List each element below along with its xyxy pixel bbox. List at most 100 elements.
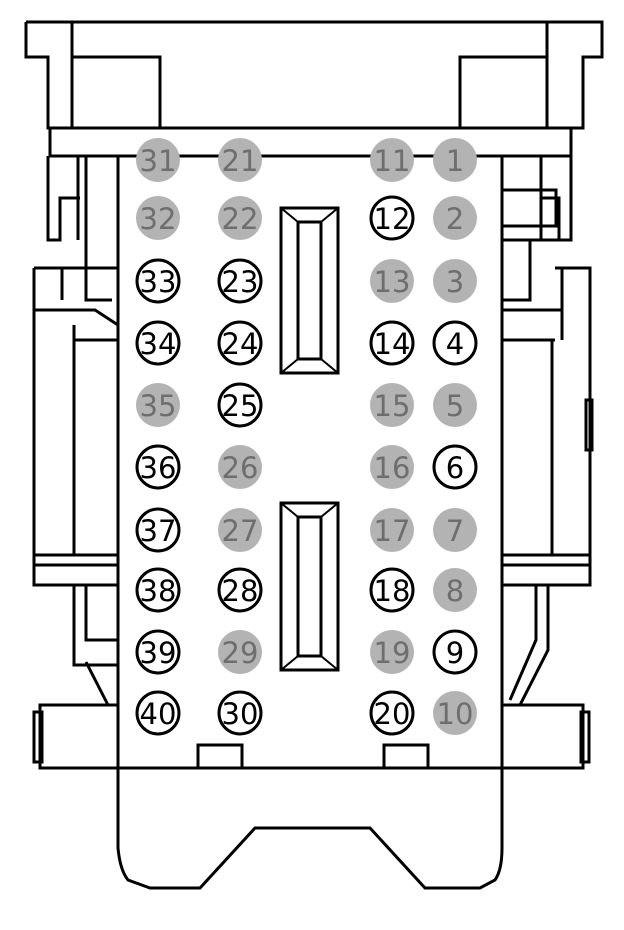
pin-40: 40 xyxy=(135,690,181,736)
pin-number-label: 27 xyxy=(222,514,259,548)
pin-16: 16 xyxy=(370,445,414,489)
right-latch xyxy=(502,156,594,706)
left-latch xyxy=(32,156,120,706)
pin-6: 6 xyxy=(432,444,478,490)
pin-14: 14 xyxy=(369,320,415,366)
pin-empty-marker xyxy=(218,445,262,489)
pin-number-label: 33 xyxy=(140,265,177,299)
pin-empty-marker xyxy=(136,383,180,427)
pin-number-label: 32 xyxy=(140,202,177,236)
pin-2: 2 xyxy=(433,196,477,240)
pin-number-label: 25 xyxy=(222,389,259,423)
pin-number-label: 16 xyxy=(374,451,411,485)
pin-empty-marker xyxy=(370,445,414,489)
pin-28: 28 xyxy=(217,567,263,613)
pin-33: 33 xyxy=(135,258,181,304)
pin-number-label: 34 xyxy=(140,327,177,361)
pin-35: 35 xyxy=(136,383,180,427)
pin-empty-marker xyxy=(370,138,414,182)
pin-8: 8 xyxy=(433,568,477,612)
pin-empty-marker xyxy=(218,508,262,552)
pin-7: 7 xyxy=(433,508,477,552)
pin-18: 18 xyxy=(369,567,415,613)
pin-occupied-marker xyxy=(217,382,263,428)
pin-number-label: 13 xyxy=(374,265,411,299)
crossbar xyxy=(48,126,573,158)
pin-occupied-marker xyxy=(217,320,263,366)
pin-27: 27 xyxy=(218,508,262,552)
pin-number-label: 20 xyxy=(374,697,411,731)
pin-30: 30 xyxy=(217,690,263,736)
pin-occupied-marker xyxy=(135,629,181,675)
pin-number-label: 21 xyxy=(222,144,259,178)
pin-empty-marker xyxy=(433,259,477,303)
pin-empty-marker xyxy=(433,508,477,552)
pin-4: 4 xyxy=(432,320,478,366)
pin-number-label: 4 xyxy=(446,327,464,361)
pin-occupied-marker xyxy=(369,690,415,736)
pin-empty-marker xyxy=(370,383,414,427)
pin-32: 32 xyxy=(136,196,180,240)
pin-24: 24 xyxy=(217,320,263,366)
pin-20: 20 xyxy=(369,690,415,736)
pin-19: 19 xyxy=(370,630,414,674)
pin-36: 36 xyxy=(135,444,181,490)
pin-22: 22 xyxy=(218,196,262,240)
polarization-slot-lower xyxy=(279,501,340,672)
pin-occupied-marker xyxy=(369,320,415,366)
pin-empty-marker xyxy=(136,196,180,240)
pin-occupied-marker xyxy=(135,507,181,553)
pin-number-label: 28 xyxy=(222,574,259,608)
pin-empty-marker xyxy=(433,196,477,240)
pin-number-label: 11 xyxy=(374,144,411,178)
pin-empty-marker xyxy=(433,691,477,735)
pin-empty-marker xyxy=(370,259,414,303)
pin-number-label: 18 xyxy=(374,574,411,608)
pin-occupied-marker xyxy=(369,195,415,241)
pin-21: 21 xyxy=(218,138,262,182)
pin-11: 11 xyxy=(370,138,414,182)
pin-number-label: 7 xyxy=(446,514,464,548)
pin-number-label: 26 xyxy=(222,451,259,485)
pin-empty-marker xyxy=(218,138,262,182)
pin-occupied-marker xyxy=(135,444,181,490)
polarization-slot-upper xyxy=(279,206,340,375)
pin-number-label: 40 xyxy=(140,697,177,731)
pin-occupied-marker xyxy=(217,258,263,304)
pin-13: 13 xyxy=(370,259,414,303)
pin-1: 1 xyxy=(433,138,477,182)
pin-5: 5 xyxy=(433,383,477,427)
pin-number-label: 24 xyxy=(222,327,259,361)
pin-number-label: 30 xyxy=(222,697,259,731)
pin-23: 23 xyxy=(217,258,263,304)
pin-empty-marker xyxy=(433,138,477,182)
pin-empty-marker xyxy=(370,508,414,552)
bottom-flanges xyxy=(32,703,591,770)
bottom-skirt xyxy=(116,768,504,890)
pin-39: 39 xyxy=(135,629,181,675)
pin-number-label: 12 xyxy=(374,202,411,236)
pin-number-label: 10 xyxy=(437,697,474,731)
pin-empty-marker xyxy=(370,630,414,674)
top-flange xyxy=(24,20,604,130)
pin-25: 25 xyxy=(217,382,263,428)
pin-number-label: 23 xyxy=(222,265,259,299)
pin-occupied-marker xyxy=(135,567,181,613)
pin-12: 12 xyxy=(369,195,415,241)
pin-10: 10 xyxy=(433,691,477,735)
pin-31: 31 xyxy=(136,138,180,182)
pin-number-label: 15 xyxy=(374,389,411,423)
pin-9: 9 xyxy=(432,629,478,675)
pin-number-label: 29 xyxy=(222,636,259,670)
pin-3: 3 xyxy=(433,259,477,303)
pin-occupied-marker xyxy=(217,567,263,613)
pin-cavities: 1234567891011121314151617181920212223242… xyxy=(135,138,478,736)
pin-number-label: 1 xyxy=(446,144,464,178)
pin-empty-marker xyxy=(433,568,477,612)
pin-number-label: 35 xyxy=(140,389,177,423)
pin-number-label: 9 xyxy=(446,636,464,670)
pin-occupied-marker xyxy=(135,258,181,304)
pin-number-label: 38 xyxy=(140,574,177,608)
